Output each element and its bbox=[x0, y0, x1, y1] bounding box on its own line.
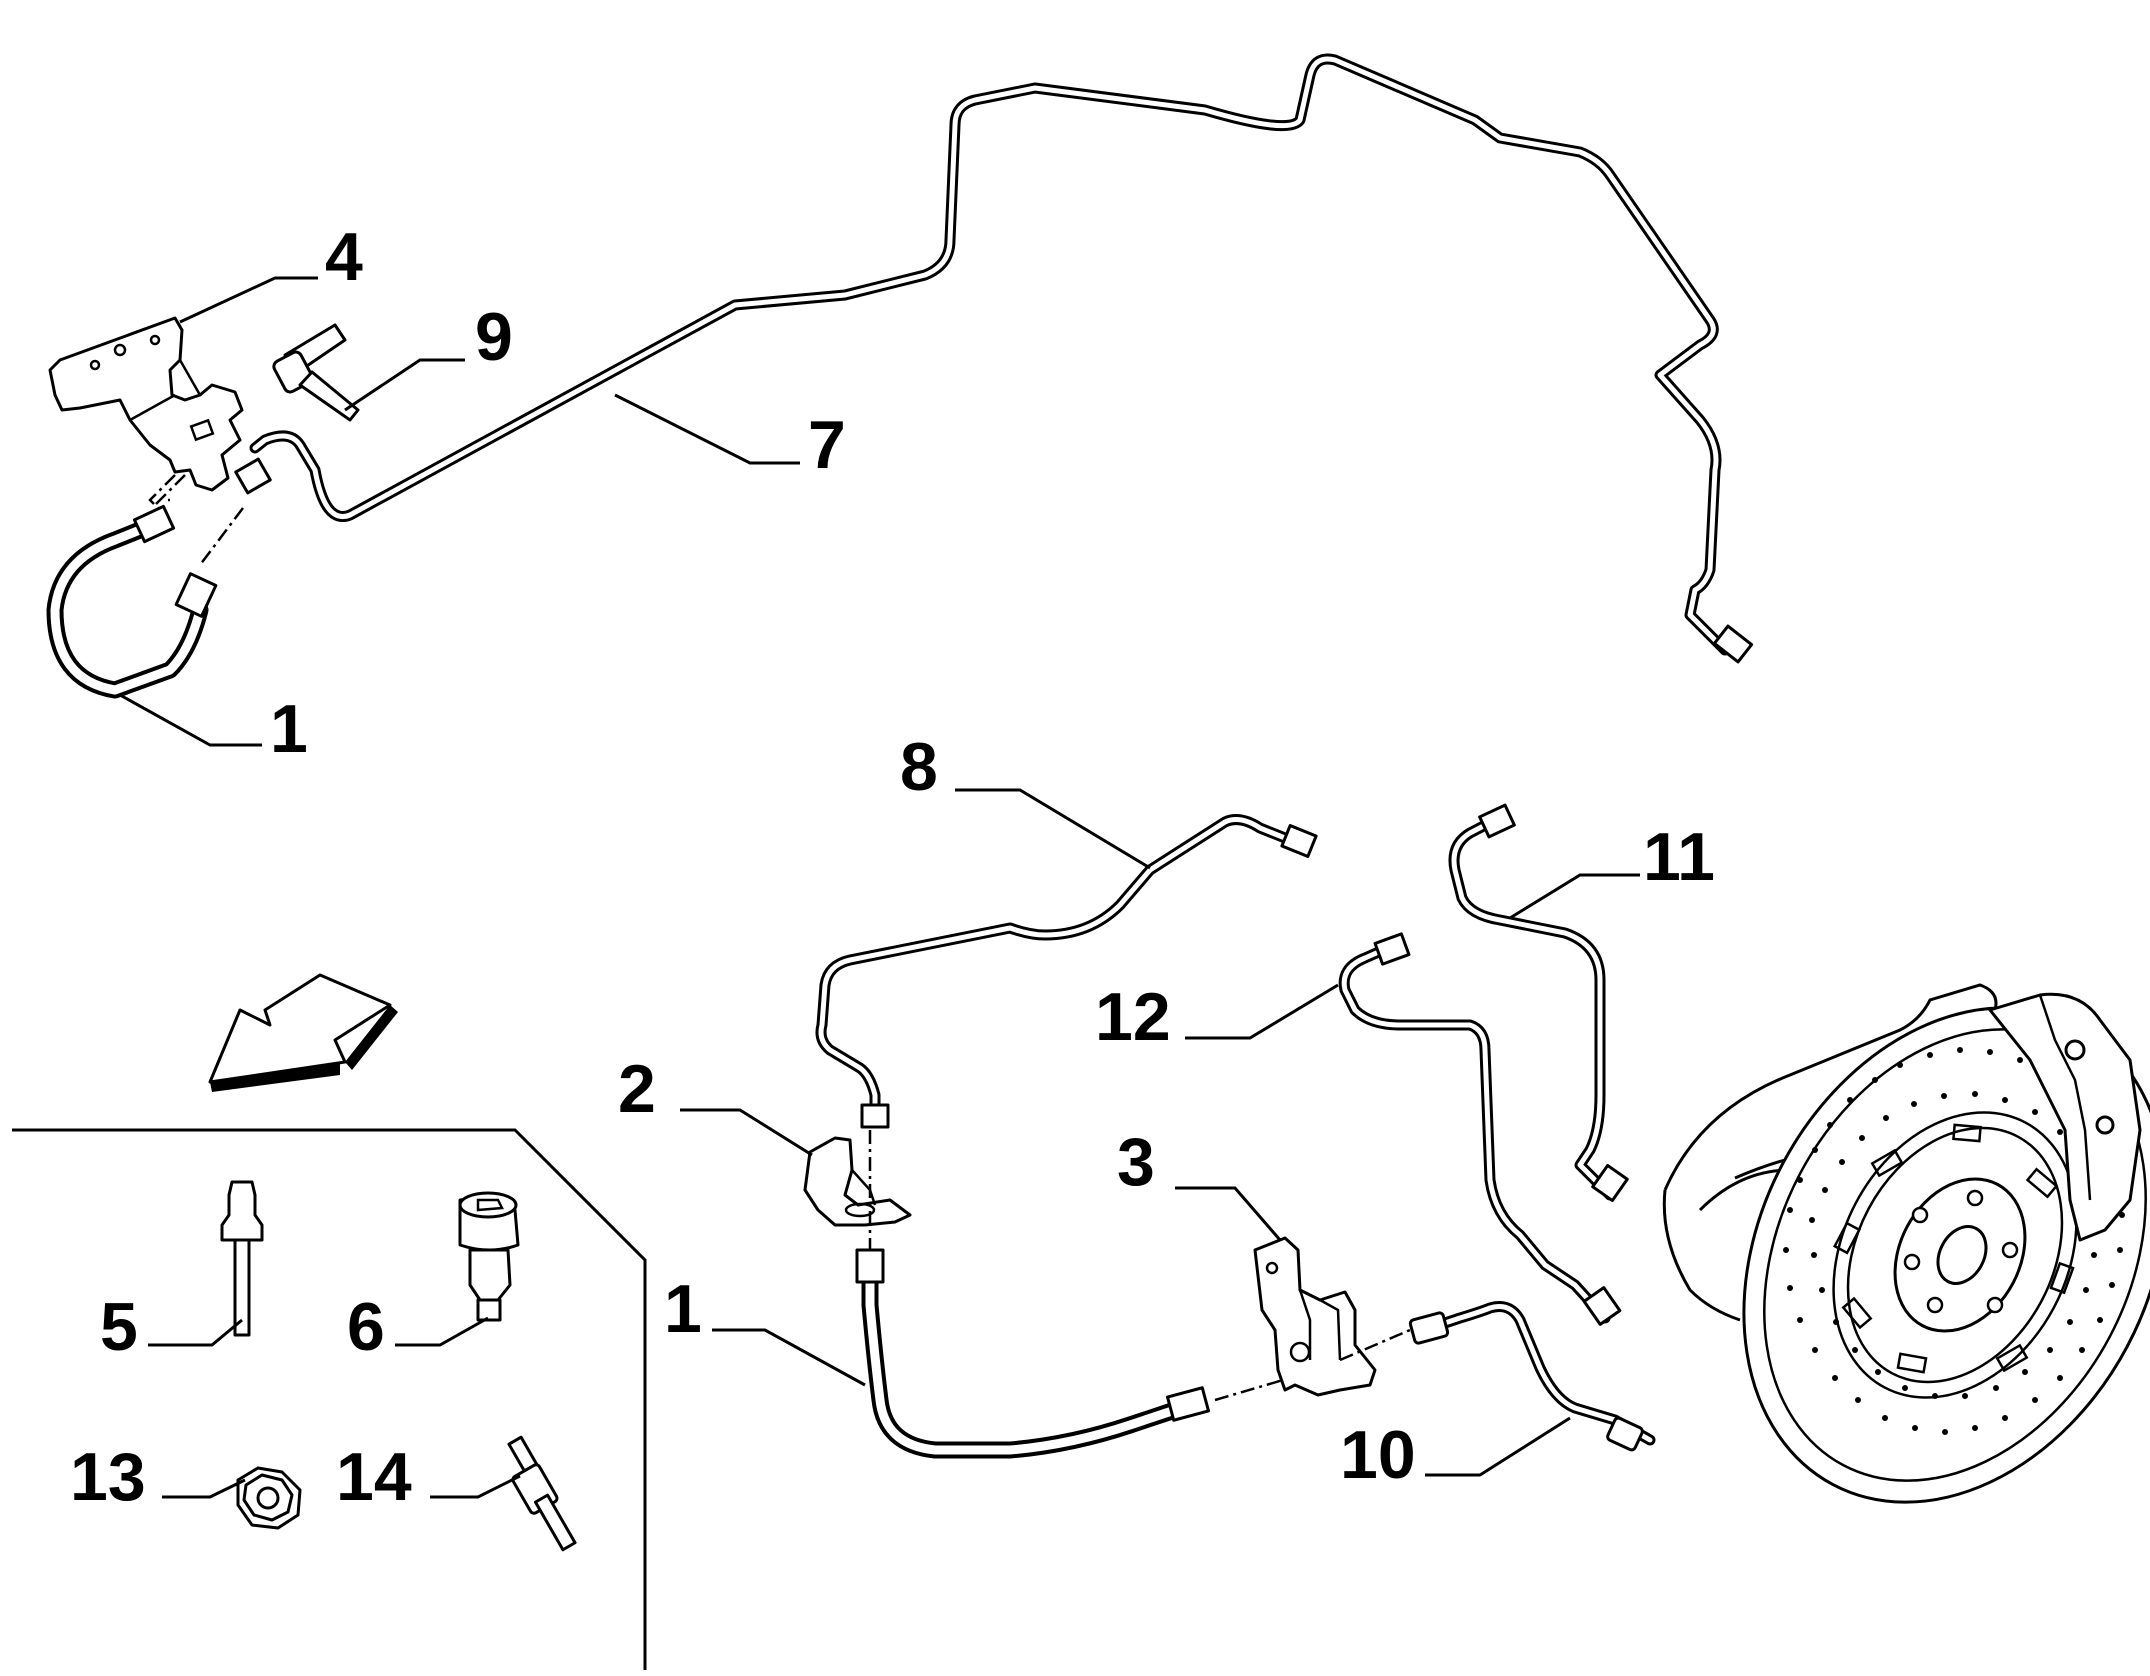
callout-3: 3 bbox=[1117, 1124, 1155, 1200]
leader-8 bbox=[955, 788, 1151, 870]
flex-hose-1-bottom bbox=[855, 1248, 1210, 1459]
leader-2 bbox=[680, 1108, 813, 1157]
brake-pipe-10 bbox=[1408, 1301, 1656, 1452]
leader-11 bbox=[1509, 873, 1640, 920]
brake-pipe-12 bbox=[1338, 932, 1622, 1326]
small-parts-frame bbox=[12, 1128, 647, 1670]
leader-14 bbox=[430, 1474, 521, 1499]
leader-4 bbox=[179, 276, 318, 324]
callout-4: 4 bbox=[325, 219, 363, 295]
brake-pipe-7 bbox=[234, 53, 1754, 664]
brake-pipe-8 bbox=[815, 814, 1318, 1129]
leader-6 bbox=[395, 1316, 489, 1347]
callout-8: 8 bbox=[900, 729, 938, 805]
flex-hose-1-top bbox=[46, 504, 218, 699]
leader-1a bbox=[119, 693, 262, 747]
bracket-2 bbox=[803, 1130, 912, 1255]
leader-9 bbox=[344, 358, 465, 412]
leader-5 bbox=[148, 1318, 243, 1347]
brake-pipe-11 bbox=[1448, 803, 1629, 1203]
bracket-4 bbox=[48, 316, 244, 506]
leader-3 bbox=[1175, 1186, 1282, 1241]
callout-1-bottom: 1 bbox=[664, 1271, 702, 1347]
callout-6: 6 bbox=[347, 1289, 385, 1365]
bracket-3 bbox=[1253, 1236, 1411, 1397]
callout-10: 10 bbox=[1340, 1417, 1416, 1493]
leader-13 bbox=[162, 1478, 246, 1499]
leader-10 bbox=[1425, 1416, 1571, 1477]
callout-2: 2 bbox=[618, 1051, 656, 1127]
callout-13: 13 bbox=[70, 1439, 146, 1515]
rivet-5 bbox=[220, 1180, 264, 1337]
fitting-9 bbox=[272, 323, 360, 422]
callout-11: 11 bbox=[1643, 819, 1715, 895]
brake-disc-assembly-icon bbox=[1662, 983, 2150, 1504]
front-direction-arrow-icon bbox=[208, 973, 398, 1092]
leader-1b bbox=[712, 1328, 866, 1387]
leader-12 bbox=[1185, 983, 1339, 1040]
nut-13 bbox=[236, 1466, 302, 1530]
callout-1-top: 1 bbox=[270, 691, 308, 767]
callout-12: 12 bbox=[1095, 979, 1171, 1055]
callout-14: 14 bbox=[336, 1439, 412, 1515]
bolt-6 bbox=[458, 1191, 520, 1322]
callout-7: 7 bbox=[808, 407, 846, 483]
leader-7 bbox=[614, 393, 800, 465]
callout-9: 9 bbox=[475, 299, 513, 375]
callout-5: 5 bbox=[100, 1289, 138, 1365]
stud-14 bbox=[507, 1435, 577, 1552]
